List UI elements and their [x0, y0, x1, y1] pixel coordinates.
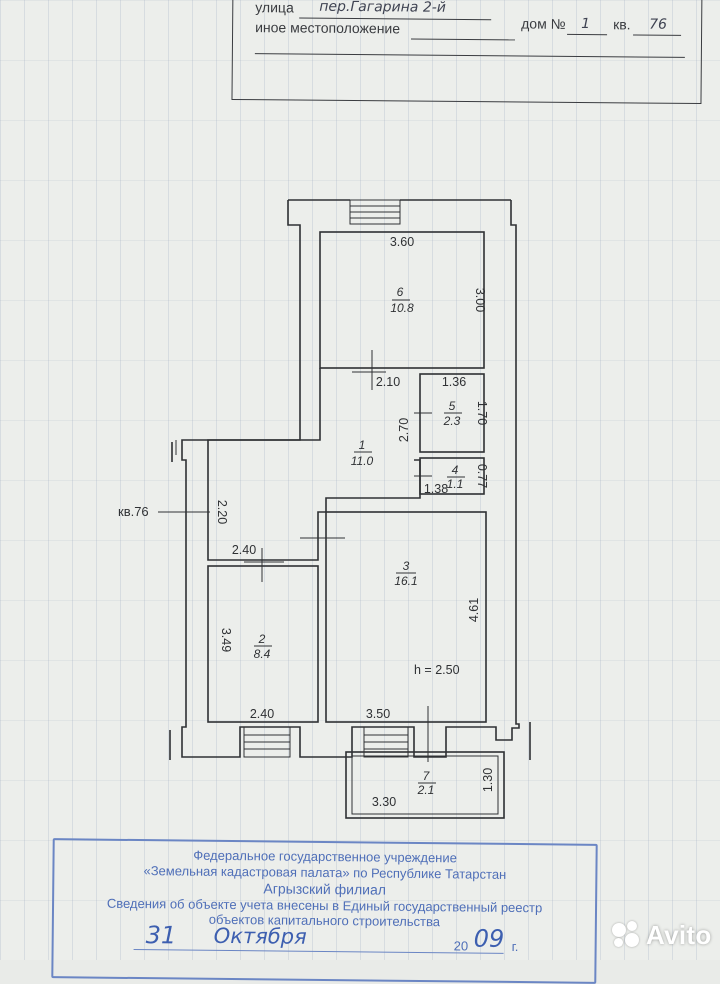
- room-7-number: 7: [423, 769, 431, 783]
- grid-paper-background: [0, 0, 720, 960]
- dim-2-40-top: 2.40: [232, 543, 256, 557]
- cadastral-stamp: Федеральное государственное учреждение «…: [51, 838, 598, 984]
- dim-3-30: 3.30: [372, 795, 396, 809]
- dim-1-38: 1.38: [424, 482, 448, 496]
- room-7-area: 2.1: [417, 783, 435, 797]
- dim-1-30: 1.30: [481, 768, 495, 792]
- dim-3-50: 3.50: [366, 707, 390, 721]
- stamp-date-year: 09: [473, 924, 505, 953]
- room-3-area: 16.1: [394, 574, 417, 588]
- room-6-walls: [319, 231, 485, 369]
- dim-3-60: 3.60: [390, 235, 414, 249]
- room-5-number: 5: [449, 399, 456, 413]
- dim-1-36: 1.36: [442, 375, 466, 389]
- room-5-area: 2.3: [443, 414, 461, 428]
- room-2-area: 8.4: [254, 647, 271, 661]
- stamp-date-month: Октября: [213, 923, 307, 949]
- stamp-year-prefix: 20: [453, 938, 469, 954]
- window-bottom-right: [363, 726, 409, 758]
- stamp-date-line: [133, 949, 504, 954]
- room-3-walls: [325, 511, 487, 723]
- avito-logo-icon: [612, 921, 640, 949]
- stamp-date-day: 31: [145, 921, 177, 950]
- avito-brand-text: Avito: [646, 919, 712, 950]
- dim-3-00: 3.00: [473, 288, 487, 312]
- dim-2-10: 2.10: [376, 375, 400, 389]
- dim-0-77: 0.77: [475, 464, 489, 488]
- room-4-area: 1.1: [447, 477, 464, 491]
- dim-3-49: 3.49: [219, 628, 233, 652]
- room-4-number: 4: [452, 463, 459, 477]
- window-top: [349, 199, 401, 225]
- outer-wall: [181, 200, 520, 758]
- room-6-number: 6: [397, 285, 404, 299]
- floor-plan: 6 10.8 1 11.0 5 2.3 4 1.1 3 16.1 2 8.4 7…: [118, 199, 531, 819]
- avito-watermark: Avito: [612, 918, 712, 952]
- room-2-walls: [207, 565, 319, 723]
- dim-2-70: 2.70: [397, 418, 411, 442]
- dim-1-70: 1.70: [475, 401, 489, 425]
- room-6-area: 10.8: [390, 301, 414, 315]
- window-bottom-left: [243, 726, 291, 758]
- ceiling-height: h = 2.50: [414, 663, 460, 677]
- stamp-year-suffix: г.: [511, 938, 519, 955]
- room-2-number: 2: [258, 632, 266, 646]
- apartment-marker-label: кв.76: [118, 504, 149, 519]
- dim-4-61: 4.61: [467, 598, 481, 622]
- dim-2-20: 2.20: [215, 500, 229, 524]
- room-3-number: 3: [403, 559, 410, 573]
- room-1-area: 11.0: [351, 454, 374, 468]
- dim-2-40-bottom: 2.40: [250, 707, 274, 721]
- room-1-number: 1: [359, 438, 366, 452]
- balcony-7-walls: [345, 751, 505, 819]
